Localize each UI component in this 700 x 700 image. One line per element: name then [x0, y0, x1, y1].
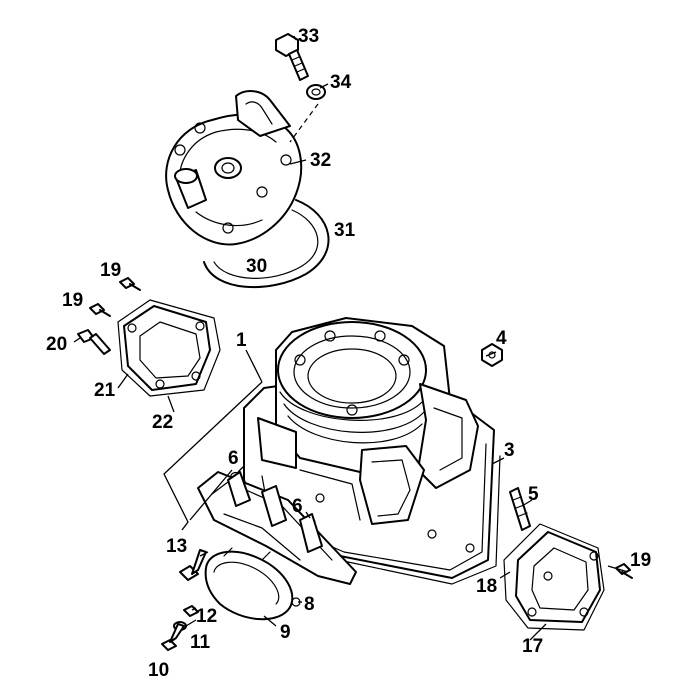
leader-lines — [73, 35, 629, 641]
part-19-screw-b — [89, 303, 111, 317]
part-17-valve-cover-right — [515, 531, 601, 623]
callout-22: 22 — [152, 412, 173, 433]
part-32-cylinder-head — [165, 90, 303, 246]
callout-19-a: 19 — [100, 260, 121, 281]
callout-12: 12 — [196, 606, 217, 627]
part-34-washer — [306, 84, 326, 100]
callout-20: 20 — [46, 334, 67, 355]
callout-33: 33 — [298, 26, 319, 47]
callout-31: 31 — [334, 220, 356, 241]
callout-17: 17 — [522, 636, 543, 657]
part-21-valve-cover-left — [123, 305, 211, 391]
callout-19-b: 19 — [62, 290, 83, 311]
part-22-gasket-left — [117, 299, 221, 397]
part-31-outer-oring — [203, 199, 330, 289]
callout-19-c: 19 — [630, 550, 651, 571]
callout-32: 32 — [310, 150, 331, 171]
callout-21: 21 — [94, 380, 116, 401]
part-30-inner-oring — [213, 209, 319, 279]
callout-labels: 33 34 32 31 30 19 19 20 21 22 1 4 3 5 6 … — [46, 26, 651, 681]
part-8-exhaust-slide — [197, 471, 357, 607]
part-9-flange — [204, 547, 294, 621]
callout-1: 1 — [236, 330, 247, 351]
callout-3: 3 — [504, 440, 515, 461]
callout-13: 13 — [166, 536, 187, 557]
part-19-screw-a — [119, 277, 141, 291]
part-5-stud — [509, 487, 531, 531]
callout-10: 10 — [148, 660, 169, 681]
callout-4: 4 — [496, 328, 507, 349]
part-20-bolt — [77, 329, 111, 355]
callout-34: 34 — [330, 72, 352, 93]
callout-5: 5 — [528, 484, 539, 505]
callout-6-a: 6 — [228, 448, 239, 469]
callout-8: 8 — [304, 594, 315, 615]
callout-6-b: 6 — [292, 496, 303, 517]
part-33-head-bolt — [275, 33, 309, 81]
callout-9: 9 — [280, 622, 291, 643]
callout-18: 18 — [476, 576, 497, 597]
callout-11: 11 — [190, 632, 211, 653]
callout-30: 30 — [246, 256, 267, 277]
bolt-axis-line — [289, 103, 319, 143]
part-13-bolt — [179, 549, 207, 581]
part-18-gasket-right — [503, 523, 605, 631]
part-10-bolt — [161, 623, 185, 651]
